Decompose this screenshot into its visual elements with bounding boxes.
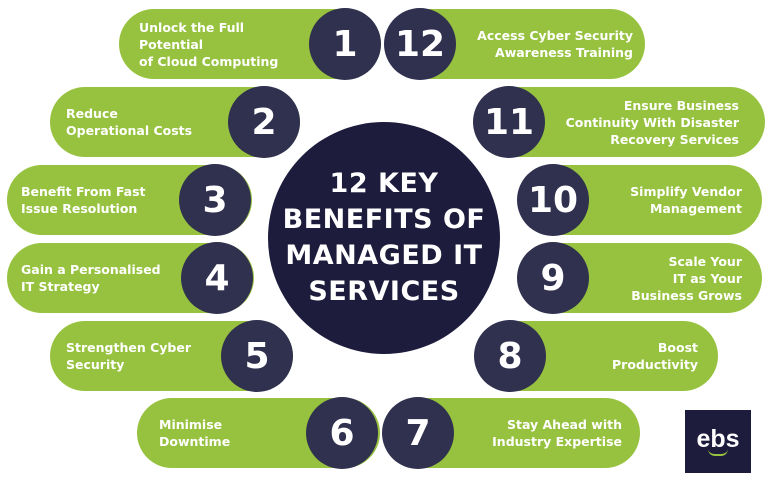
benefit-label: Ensure Business Continuity With Disaster… <box>565 97 739 147</box>
benefit-10-number: 10 <box>517 164 589 236</box>
benefit-7-number: 7 <box>382 397 454 469</box>
benefit-12-number: 12 <box>384 8 456 80</box>
benefit-3-number: 3 <box>179 164 251 236</box>
ebs-logo: ebs <box>685 410 751 473</box>
benefit-label: Minimise Downtime <box>159 417 231 449</box>
benefit-label: Gain a Personalised IT Strategy <box>21 262 161 294</box>
logo-smile-icon <box>708 449 728 456</box>
logo-text: ebs <box>696 425 740 453</box>
benefit-label: Strengthen Cyber Security <box>66 340 191 372</box>
benefit-label: Simplify Vendor Management <box>630 184 742 216</box>
benefit-1-number: 1 <box>309 8 381 80</box>
benefit-label: Scale Your IT as Your Business Grows <box>631 253 742 303</box>
benefit-8-number: 8 <box>474 320 546 392</box>
benefit-label: Benefit From Fast Issue Resolution <box>21 184 146 216</box>
benefit-11-number: 11 <box>473 86 545 158</box>
benefit-5-number: 5 <box>221 320 293 392</box>
benefit-9-number: 9 <box>517 242 589 314</box>
benefit-4-number: 4 <box>181 242 253 314</box>
center-title: 12 KEY BENEFITS OF MANAGED IT SERVICES <box>268 122 500 354</box>
benefit-label: Stay Ahead with Industry Expertise <box>492 417 622 449</box>
benefit-label: Unlock the Full Potential of Cloud Compu… <box>139 19 279 69</box>
benefit-label: Access Cyber Security Awareness Training <box>477 28 633 60</box>
benefit-2-number: 2 <box>228 86 300 158</box>
benefit-6-number: 6 <box>306 397 378 469</box>
benefit-label: Reduce Operational Costs <box>66 106 193 138</box>
benefit-label: Boost Productivity <box>612 340 698 372</box>
